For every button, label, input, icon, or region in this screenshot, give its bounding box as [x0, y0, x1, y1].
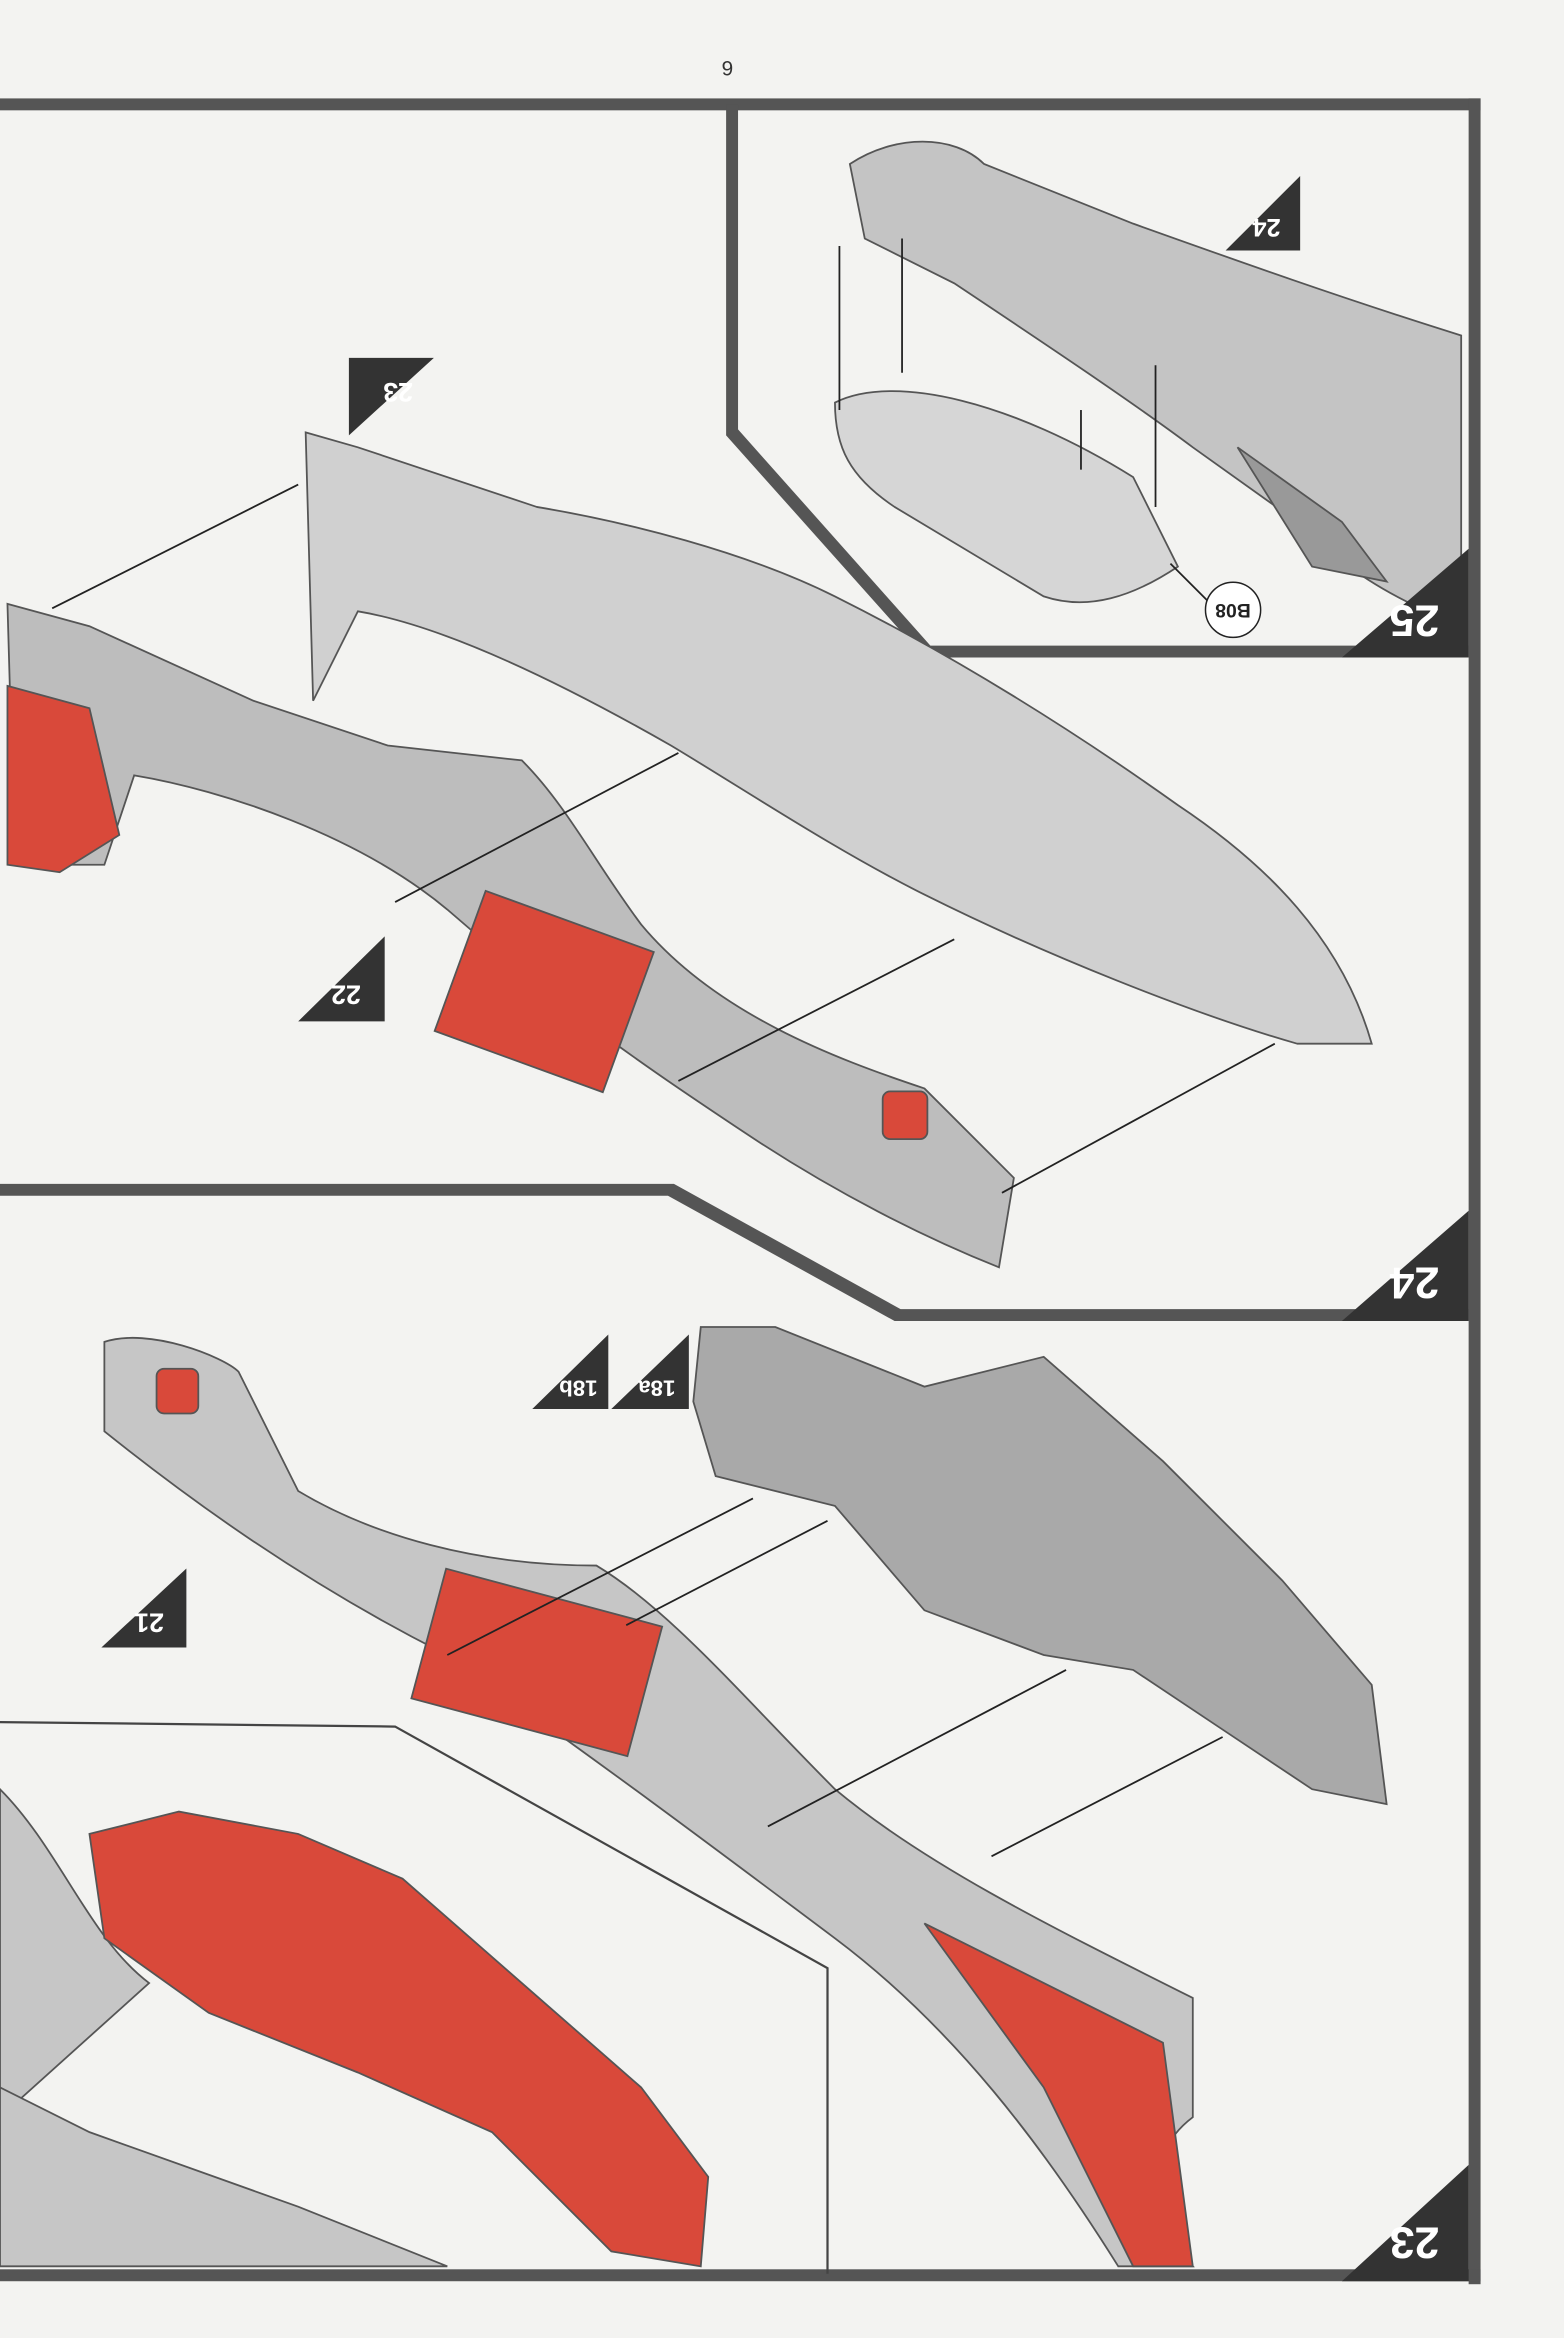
ref-22-label: 22 [331, 979, 361, 1010]
step-24-arrows [51, 483, 1276, 1194]
part-callout-b08: B08 [1204, 581, 1262, 639]
step-23-fuselage [103, 1337, 1195, 2268]
frame-top [0, 98, 1481, 111]
step-25-number: 25 [1389, 594, 1440, 645]
ref-18a-label: 18a [638, 1374, 676, 1401]
step-divider [0, 1183, 1469, 1322]
step-23-number: 23 [1389, 2217, 1440, 2267]
highlight-cockpit [433, 889, 655, 1094]
highlight-nose [923, 1922, 1194, 2268]
step-24-number: 24 [1389, 1256, 1440, 1307]
highlight-cockpit-floor [410, 1567, 664, 1758]
page-number: 6 [721, 56, 734, 81]
detail-inset-border [0, 1720, 829, 2274]
frame-right [1468, 98, 1481, 2285]
page-frame [0, 98, 1481, 2285]
step-24-fuselage-left [6, 602, 1015, 1269]
ref-23-badge [348, 357, 434, 436]
highlight-part [881, 1090, 929, 1141]
step-23-arrows [446, 1497, 1224, 1858]
part-b08-cowling [834, 390, 1180, 604]
ref-21-label: 21 [134, 1607, 165, 1638]
step-25-arrows [838, 238, 1212, 605]
ref-23-label: 23 [383, 377, 414, 408]
ref-24-label: 24 [1252, 213, 1281, 242]
frame-bottom [0, 2269, 1481, 2282]
step-24-fuselage-right [304, 431, 1373, 1045]
step-25-fuselage [834, 140, 1463, 628]
highlight-tail [6, 684, 121, 874]
step-23-cockpit-tub [692, 1326, 1388, 1806]
inset-cockpit-detail [0, 1787, 710, 2268]
ref-18b-label: 18b [559, 1374, 598, 1401]
